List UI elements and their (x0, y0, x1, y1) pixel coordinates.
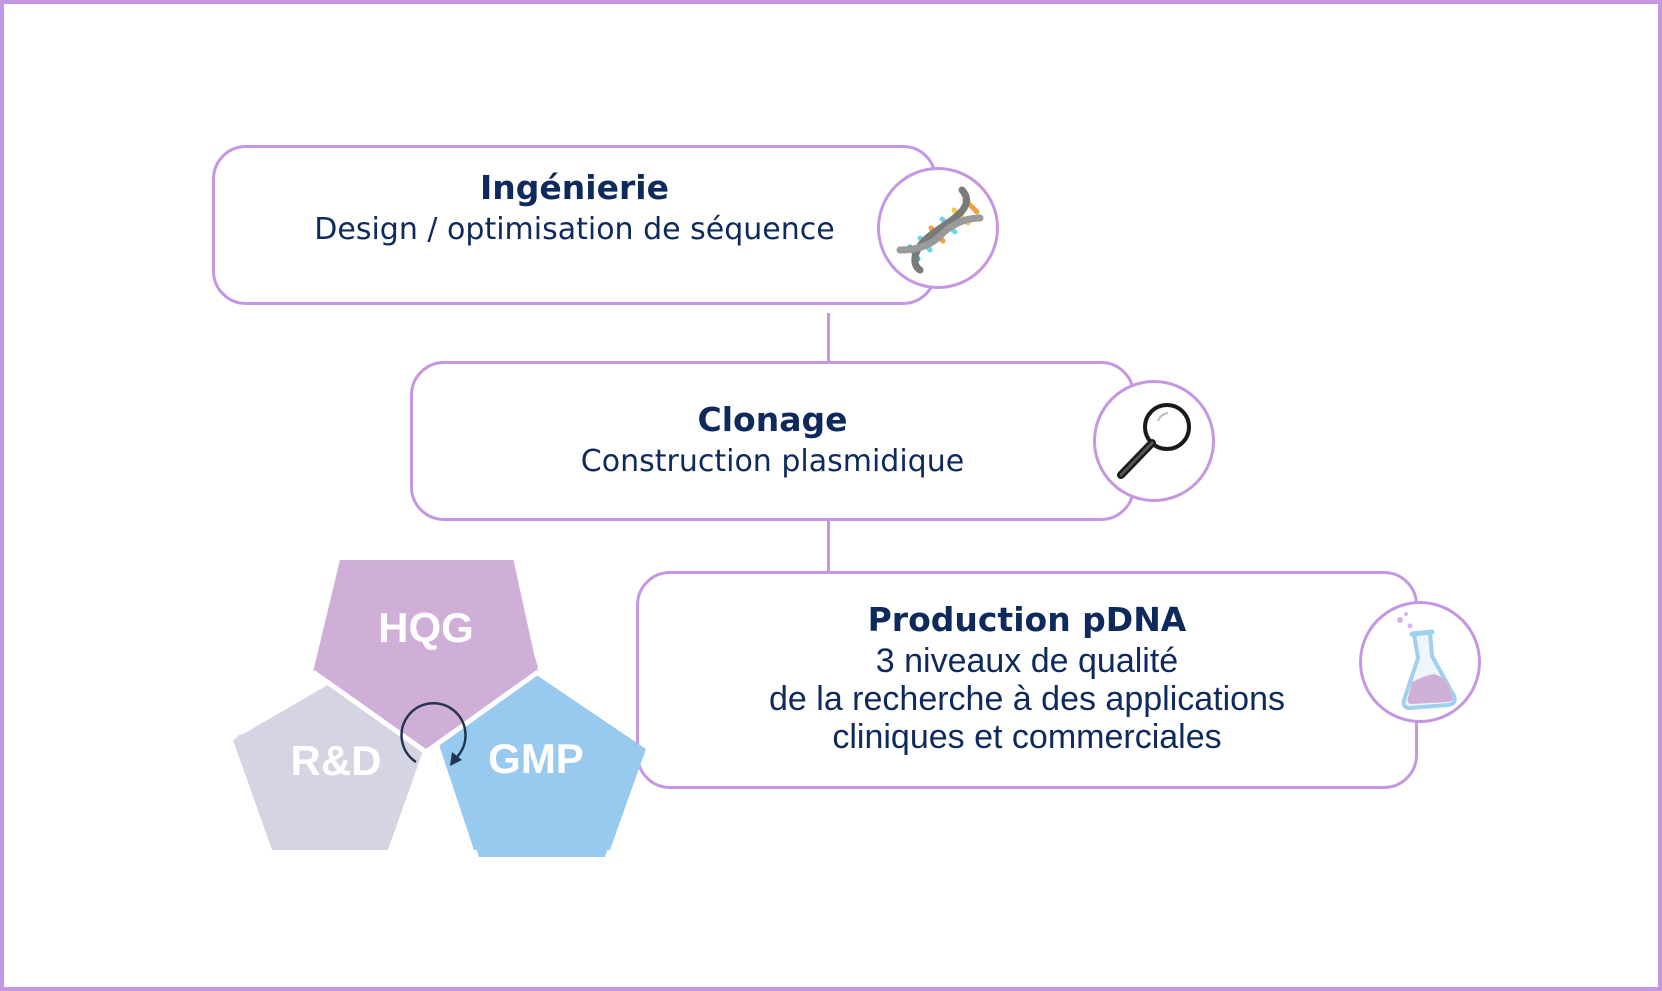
production-line-1: 3 niveaux de qualité (875, 642, 1179, 680)
quality-levels-diagram: HQG R&D GMP (233, 560, 646, 857)
dna-icon-circle (877, 167, 999, 289)
magnifier-icon-circle (1093, 380, 1215, 502)
flask-icon-circle (1359, 601, 1481, 723)
magnifier-icon (1117, 403, 1191, 479)
flask-icon (1397, 612, 1457, 710)
hqg-label: HQG (378, 604, 474, 651)
production-card: Production pDNA 3 niveaux de qualité de … (636, 571, 1418, 789)
dna-icon (896, 186, 984, 274)
production-line-2: de la recherche à des applications (769, 680, 1285, 718)
cycle-arrow-icon (400, 702, 467, 764)
engineering-title: Ingénierie (480, 168, 669, 207)
rnd-label: R&D (291, 737, 382, 784)
connector-engineering-cloning (827, 313, 830, 385)
cloning-card: Clonage Construction plasmidique (410, 361, 1135, 521)
gmp-label: GMP (488, 735, 584, 782)
hqg-pentagon-shape (313, 560, 538, 752)
engineering-card: Ingénierie Design / optimisation de séqu… (212, 145, 937, 305)
connector-cloning-production (827, 495, 830, 572)
cloning-subtitle: Construction plasmidique (580, 444, 965, 479)
cloning-title: Clonage (697, 400, 848, 439)
production-title: Production pDNA (867, 600, 1187, 639)
gmp-pentagon-shape (439, 674, 646, 850)
engineering-subtitle: Design / optimisation de séquence (314, 212, 835, 247)
production-line-3: cliniques et commerciales (832, 718, 1222, 756)
